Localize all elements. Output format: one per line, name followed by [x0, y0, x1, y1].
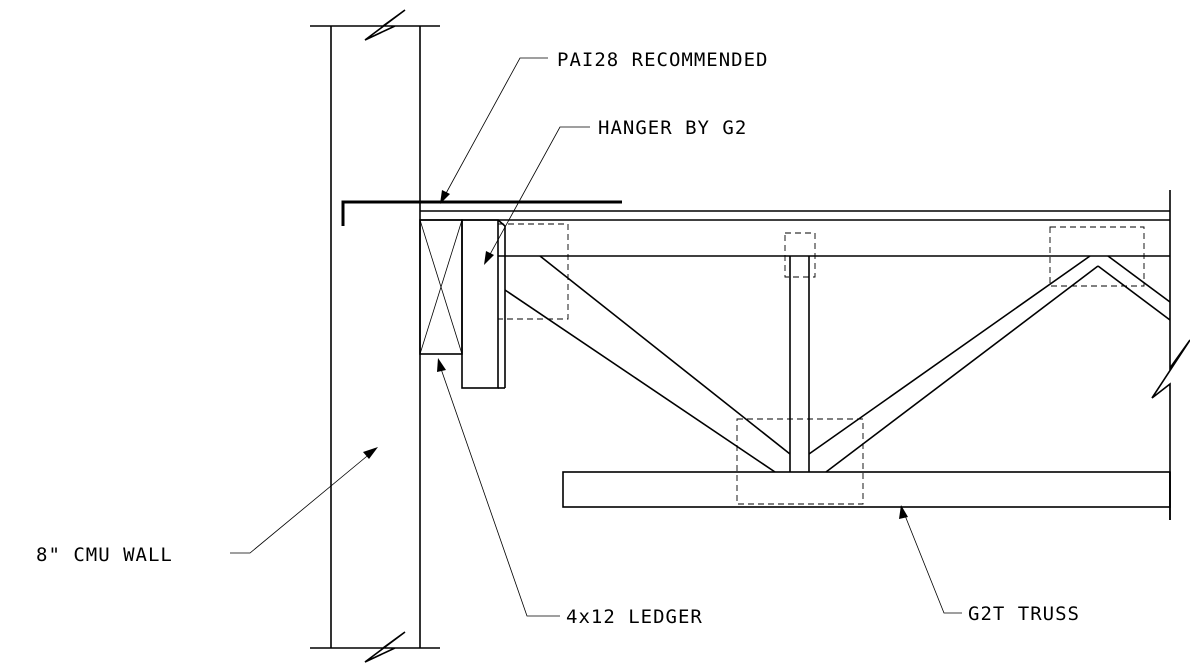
leader-wall	[230, 447, 378, 554]
label-truss: G2T TRUSS	[968, 603, 1080, 625]
label-wall: 8" CMU WALL	[36, 544, 173, 566]
wall-break-top	[310, 9, 440, 41]
leader-truss	[899, 505, 962, 614]
g2t-truss	[420, 190, 1190, 520]
wall-break-bottom	[310, 631, 440, 663]
connector-plates-hidden	[497, 223, 1145, 505]
ledger-4x12	[419, 219, 463, 355]
label-ledger: 4x12 LEDGER	[566, 606, 703, 628]
leader-pa128	[440, 57, 548, 204]
pa128-strap	[341, 200, 622, 226]
leader-hanger	[484, 126, 590, 265]
label-hanger: HANGER BY G2	[598, 117, 747, 139]
label-pa128: PAI28 RECOMMENDED	[557, 49, 768, 71]
truss-break-line	[1151, 320, 1190, 520]
leader-ledger	[437, 358, 560, 617]
hanger	[461, 219, 506, 389]
